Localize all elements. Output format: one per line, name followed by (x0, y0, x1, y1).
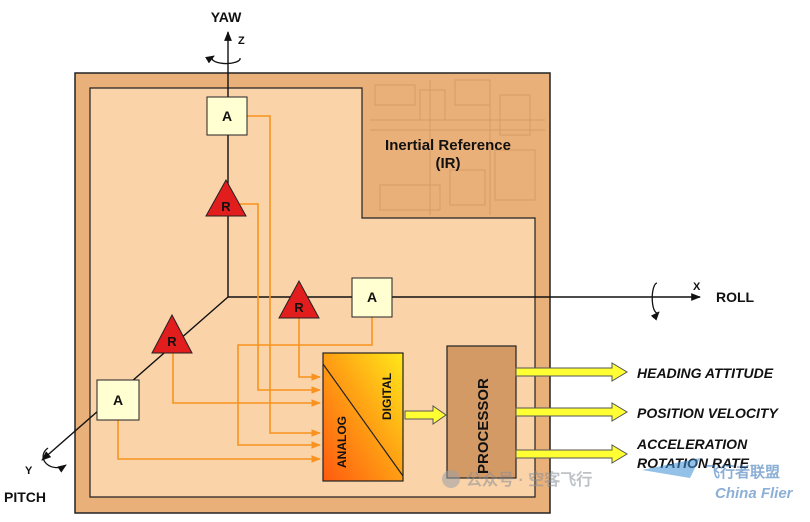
svg-text:A: A (113, 392, 123, 408)
z-label: Z (238, 35, 245, 47)
svg-text:PROCESSOR: PROCESSOR (475, 378, 492, 474)
ad-converter: ANALOG DIGITAL (322, 352, 404, 482)
wechat-icon (442, 470, 460, 488)
output-arrows (404, 362, 628, 464)
svg-text:A: A (367, 289, 377, 305)
roll-rotation-icon (650, 282, 660, 321)
svg-text:R: R (294, 300, 304, 315)
pitch-axis (41, 296, 229, 461)
output-acceleration: ACCELERATION (636, 436, 748, 452)
pitch-label: PITCH (4, 489, 46, 505)
output-position-velocity: POSITION VELOCITY (637, 405, 779, 421)
roll-label: ROLL (716, 289, 755, 305)
svg-text:飞行者联盟: 飞行者联盟 (705, 463, 780, 481)
pitch-rotation-icon (42, 447, 67, 473)
gyro-roll: R (278, 279, 320, 319)
svg-text:A: A (222, 108, 232, 124)
accelerometer-roll: A (351, 277, 393, 318)
watermark: 公众号 · 空客飞行 飞行者联盟 China Flier (442, 458, 794, 502)
svg-text:R: R (221, 199, 231, 214)
output-heading-attitude: HEADING ATTITUDE (637, 365, 774, 381)
enclosure-inner (89, 87, 536, 498)
analog-label: ANALOG (335, 416, 349, 468)
svg-text:R: R (167, 334, 177, 349)
svg-text:China Flier: China Flier (715, 485, 794, 502)
accelerometer-pitch: A (96, 379, 140, 421)
processor-block: PROCESSOR (446, 345, 517, 479)
yaw-label: YAW (211, 9, 242, 25)
digital-label: DIGITAL (380, 373, 394, 420)
yaw-rotation-icon (205, 55, 241, 65)
plane-logo-icon (642, 458, 700, 478)
ir-title: Inertial Reference (385, 137, 511, 154)
accelerometer-yaw: A (206, 96, 248, 136)
signal-wires (117, 115, 444, 463)
gyro-pitch: R (151, 313, 193, 354)
gyro-yaw: R (205, 178, 247, 217)
x-label: X (693, 281, 701, 293)
ir-subtitle: (IR) (436, 155, 461, 172)
circuit-texture (370, 79, 545, 215)
y-label: Y (25, 465, 33, 477)
svg-text:公众号 · 空客飞行: 公众号 · 空客飞行 (466, 470, 592, 489)
